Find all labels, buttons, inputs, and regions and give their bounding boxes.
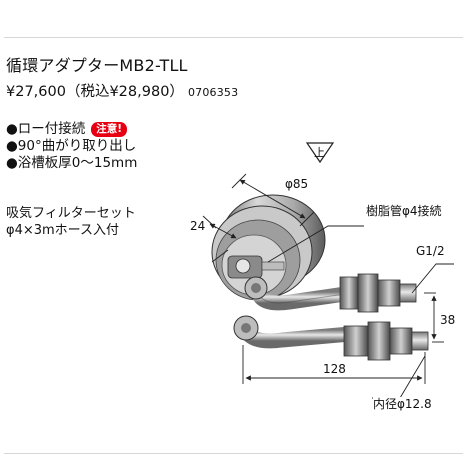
- dim-diameter: φ85: [285, 177, 309, 191]
- feature-item: ●浴槽板厚0〜15mm: [6, 155, 137, 172]
- filter-note: 吸気フィルターセット φ4×3mホース入付: [6, 205, 136, 239]
- feature-text: ●ロー付接続: [6, 121, 86, 137]
- up-mark: [305, 142, 335, 164]
- price-row: ¥27,600（税込¥28,980）0706353: [6, 80, 238, 101]
- dimension-lines: [202, 173, 454, 399]
- dim-length: 128: [323, 362, 346, 376]
- filter-note-line: 吸気フィルターセット: [6, 206, 136, 221]
- product-price: ¥27,600（税込¥28,980）: [6, 84, 184, 100]
- caution-badge: 注意!: [91, 122, 128, 137]
- feature-text: ●90°曲がり取り出し: [6, 138, 137, 154]
- adapter-body: [211, 194, 326, 301]
- filter-note-line: φ4×3mホース入付: [6, 223, 120, 238]
- feature-list: ●ロー付接続 注意! ●90°曲がり取り出し ●浴槽板厚0〜15mm: [6, 121, 137, 172]
- dim-thread: G1/2: [416, 244, 445, 258]
- up-mark-label: 上: [314, 146, 325, 159]
- product-code: 0706353: [187, 86, 239, 99]
- upper-pipe: [244, 273, 417, 313]
- lower-pipe: [233, 315, 429, 361]
- feature-item: ●90°曲がり取り出し: [6, 138, 137, 155]
- feature-item: ●ロー付接続 注意!: [6, 121, 137, 138]
- feature-text: ●浴槽板厚0〜15mm: [6, 155, 138, 171]
- dim-resin-pipe: 樹脂管φ4接続: [366, 204, 442, 218]
- dim-inner: 内径φ12.8: [373, 397, 432, 411]
- product-title: 循環アダプターMB2-TLL: [6, 56, 188, 75]
- content-frame: [4, 37, 463, 454]
- dim-depth: 24: [190, 219, 206, 233]
- dim-pitch: 38: [440, 313, 456, 327]
